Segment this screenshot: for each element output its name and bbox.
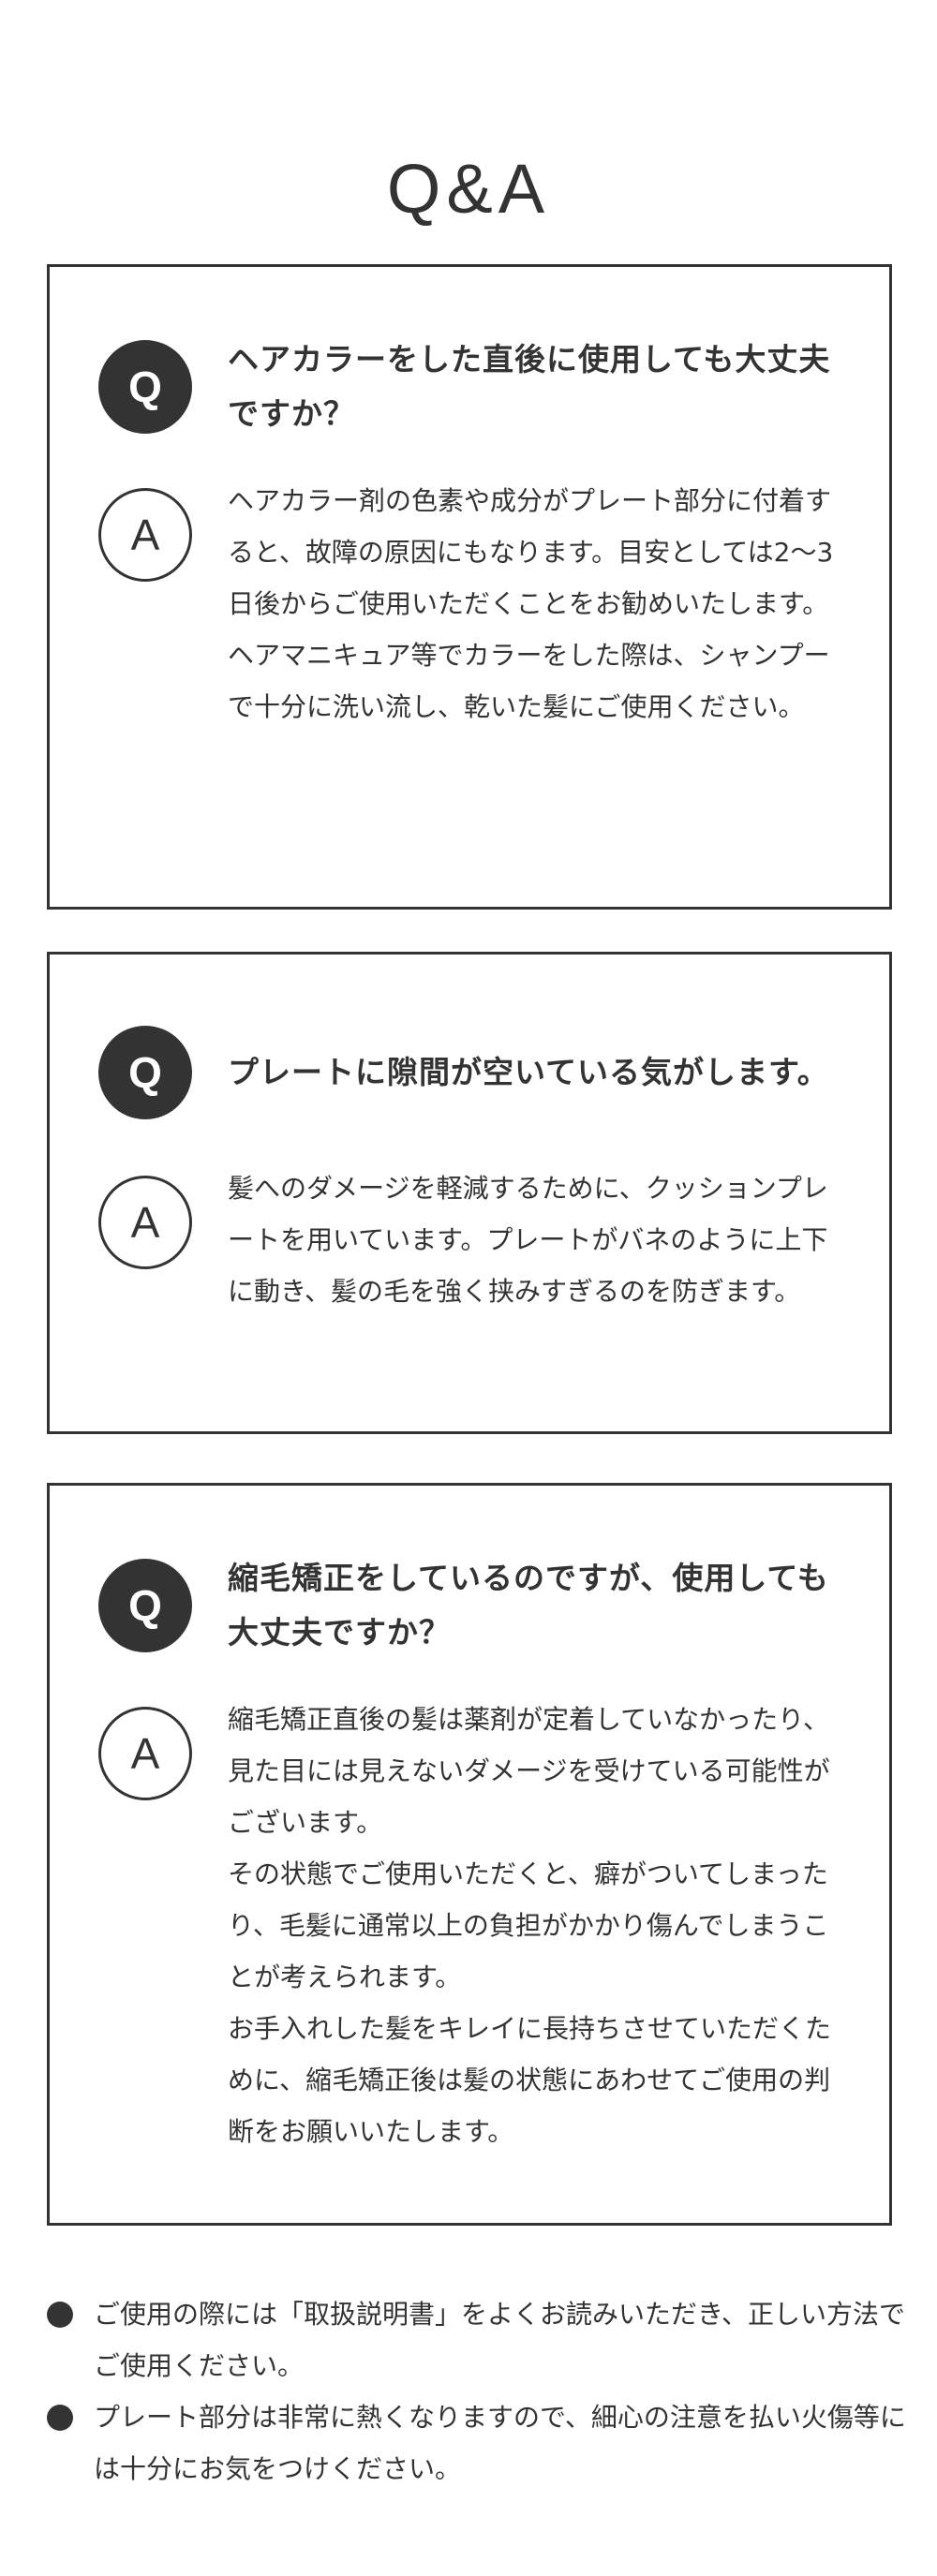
qa-card-2: Q プレートに隙間が空いている気がします。 A 髪へのダメージを軽減するために、… <box>47 952 892 1434</box>
bullet-icon <box>47 2302 73 2328</box>
q-badge-icon: Q <box>98 1026 192 1119</box>
answer-paragraph: ヘアカラー剤の色素や成分がプレート部分に付着すると、故障の原因にもなります。目安… <box>228 485 834 619</box>
answer-text: 髪へのダメージを軽減するために、クッションプレートを用いています。プレートがバネ… <box>228 1162 837 1317</box>
answer-paragraph: お手入れした髪をキレイに長持ちさせていただくために、縮毛矯正後は髪の状態にあわせ… <box>228 2013 832 2147</box>
a-badge-icon: A <box>98 488 192 582</box>
a-badge-icon: A <box>98 1176 192 1269</box>
list-item: ご使用の際には「取扱説明書」をよくお読みいただき、正しい方法でご使用ください。 <box>47 2288 909 2391</box>
note-text: プレート部分は非常に熱くなりますので、細心の注意を払い火傷等には十分にお気をつけ… <box>94 2402 906 2484</box>
answer-text: ヘアカラー剤の色素や成分がプレート部分に付着すると、故障の原因にもなります。目安… <box>228 475 837 733</box>
qa-card-3: Q 縮毛矯正をしているのですが、使用しても大丈夫ですか？ A 縮毛矯正直後の髪は… <box>47 1483 892 2226</box>
answer-paragraph: 縮毛矯正直後の髪は薬剤が定着していなかったり、見た目には見えないダメージを受けて… <box>228 1704 830 1838</box>
answer-text: 縮毛矯正直後の髪は薬剤が定着していなかったり、見た目には見えないダメージを受けて… <box>228 1694 837 2157</box>
answer-paragraph: 髪へのダメージを軽減するために、クッションプレートを用いています。プレートがバネ… <box>228 1173 828 1307</box>
question-text: 縮毛矯正をしているのですが、使用しても大丈夫ですか？ <box>228 1560 829 1651</box>
question-text: ヘアカラーをした直後に使用しても大丈夫ですか？ <box>228 341 831 432</box>
notes-list: ご使用の際には「取扱説明書」をよくお読みいただき、正しい方法でご使用ください。 … <box>47 2288 909 2495</box>
question-text: プレートに隙間が空いている気がします。 <box>228 1054 829 1090</box>
page-title: Q&A <box>386 149 551 228</box>
a-badge-icon: A <box>98 1707 192 1800</box>
answer-paragraph: その状態でご使用いただくと、癖がついてしまったり、毛髪に通常以上の負担がかかり傷… <box>228 1858 829 1992</box>
bullet-icon <box>47 2405 73 2431</box>
q-badge-icon: Q <box>98 340 192 434</box>
q-badge-icon: Q <box>98 1559 192 1652</box>
answer-paragraph: ヘアマニキュア等でカラーをした際は、シャンプーで十分に洗い流し、乾いた髪にご使用… <box>228 640 830 722</box>
note-text: ご使用の際には「取扱説明書」をよくお読みいただき、正しい方法でご使用ください。 <box>94 2299 906 2381</box>
qa-card-1: Q ヘアカラーをした直後に使用しても大丈夫ですか？ A ヘアカラー剤の色素や成分… <box>47 264 892 910</box>
list-item: プレート部分は非常に熱くなりますので、細心の注意を払い火傷等には十分にお気をつけ… <box>47 2391 909 2495</box>
